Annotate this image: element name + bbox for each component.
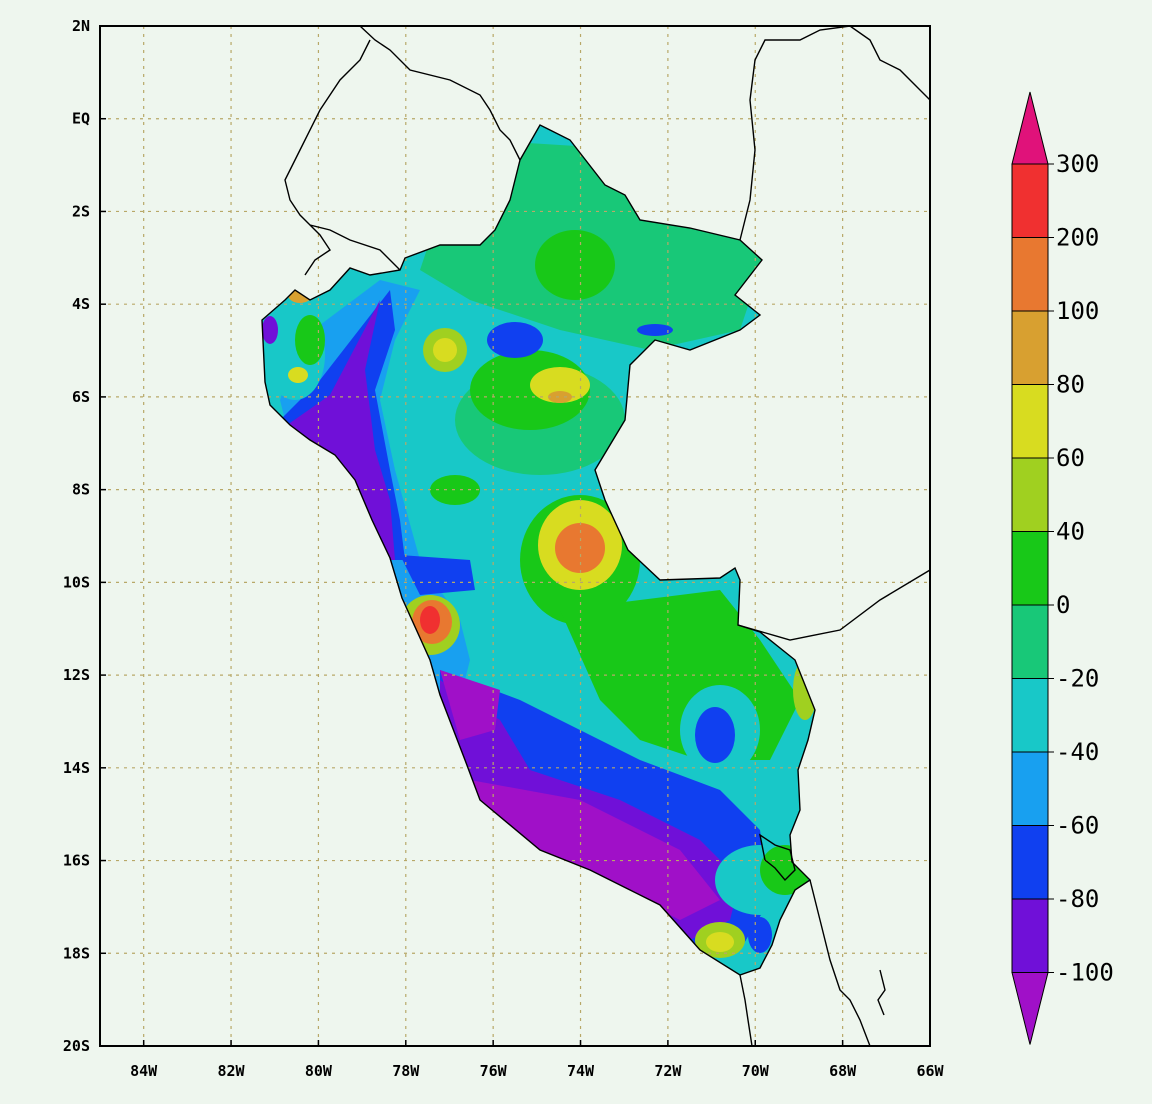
borders bbox=[261, 26, 930, 1046]
grid-lines bbox=[100, 26, 930, 1046]
ecuador-border bbox=[284, 39, 401, 271]
field-blue-ne bbox=[637, 324, 673, 336]
colorbar-bin bbox=[1011, 825, 1049, 900]
lat-tick-label: 2N bbox=[72, 17, 90, 35]
lon-tick-label: 76W bbox=[480, 1062, 508, 1080]
lat-tick-label: 6S bbox=[72, 388, 90, 406]
lon-tick-label: 82W bbox=[218, 1062, 246, 1080]
lake-titicaca bbox=[758, 833, 796, 882]
field-south-violet bbox=[470, 780, 720, 920]
field-blue-5s bbox=[487, 322, 543, 358]
colorbar-label: 80 bbox=[1056, 371, 1085, 399]
field-blue-10s bbox=[400, 555, 475, 595]
bolivia-chile-border bbox=[809, 879, 871, 1046]
colorbar-bin bbox=[1011, 163, 1049, 238]
colorbar-bin bbox=[1011, 604, 1049, 679]
field-lima-red bbox=[420, 606, 440, 634]
plot-frame bbox=[99, 25, 931, 1047]
bolivia-brazil-border bbox=[737, 569, 930, 641]
colorbar-bin bbox=[1011, 678, 1049, 753]
field-nw-purple bbox=[262, 316, 278, 344]
field-blob-5s-core bbox=[433, 338, 457, 362]
lat-tick-label: 14S bbox=[63, 759, 90, 777]
lat-tick-label: 20S bbox=[63, 1037, 90, 1055]
lon-tick-label: 84W bbox=[130, 1062, 158, 1080]
lon-tick-label: 78W bbox=[392, 1062, 420, 1080]
colorbar-bin bbox=[1011, 751, 1049, 826]
field-se-yellow bbox=[706, 932, 734, 952]
colombia-brazil-border bbox=[739, 26, 851, 241]
colorbar-bin bbox=[1011, 531, 1049, 606]
lat-tick-label: 10S bbox=[63, 573, 90, 591]
lat-tick-label: 12S bbox=[63, 666, 90, 684]
bolivia-lake bbox=[877, 969, 886, 1016]
colorbar-label: 40 bbox=[1056, 518, 1085, 546]
field-orange-6s bbox=[548, 391, 572, 403]
colorbar-label: 100 bbox=[1056, 297, 1099, 325]
longitude-axis: 84W 82W 80W 78W 76W 74W 72W 70W 68W 66W bbox=[130, 1040, 945, 1080]
lat-tick-label: 2S bbox=[72, 202, 90, 220]
venezuela-border bbox=[849, 26, 930, 101]
colombia-west-border bbox=[359, 26, 521, 161]
lon-tick-label: 68W bbox=[829, 1062, 857, 1080]
lon-tick-label: 80W bbox=[305, 1062, 333, 1080]
colorbar-label: 300 bbox=[1056, 150, 1099, 178]
field-coast-purple bbox=[280, 300, 395, 560]
field-12s-violet bbox=[440, 670, 500, 740]
lat-tick-label: 18S bbox=[63, 944, 90, 962]
colorbar-bin bbox=[1011, 310, 1049, 385]
colorbar-bin bbox=[1011, 237, 1049, 312]
field-nw-green bbox=[295, 315, 325, 365]
colorbar-label: -60 bbox=[1056, 812, 1099, 840]
lon-tick-label: 70W bbox=[742, 1062, 770, 1080]
colorbar-bottom-arrow bbox=[1011, 972, 1049, 1045]
colorbar-top-arrow bbox=[1011, 91, 1049, 165]
colorbar-label: 0 bbox=[1056, 591, 1070, 619]
lat-tick-label: 4S bbox=[72, 295, 90, 313]
field-north-blob bbox=[535, 230, 615, 300]
colorbar: 300 200 100 80 60 40 0 -20 -40 -60 -80 -100 bbox=[1011, 91, 1114, 1045]
lon-tick-label: 72W bbox=[654, 1062, 682, 1080]
colorbar-label: 60 bbox=[1056, 444, 1085, 472]
field-east-blue bbox=[695, 707, 735, 763]
gulf-guayaquil bbox=[304, 224, 331, 276]
colorbar-label: -80 bbox=[1056, 885, 1099, 913]
lon-tick-label: 66W bbox=[916, 1062, 944, 1080]
field-nw-yellow bbox=[288, 367, 308, 383]
colorbar-label: 200 bbox=[1056, 224, 1099, 252]
colorbar-bin bbox=[1011, 384, 1049, 459]
field-se-blue bbox=[748, 917, 772, 953]
lat-tick-label: EQ bbox=[72, 110, 90, 128]
chile-coast bbox=[739, 974, 753, 1046]
colorbar-label: -20 bbox=[1056, 665, 1099, 693]
colorbar-bin bbox=[1011, 898, 1049, 973]
latitude-axis: 2N EQ 2S 4S 6S 8S 10S 12S 14S 16S 18S 20S bbox=[63, 17, 106, 1055]
lat-tick-label: 8S bbox=[72, 481, 90, 499]
colorbar-label: -100 bbox=[1056, 959, 1114, 987]
lon-tick-label: 74W bbox=[567, 1062, 595, 1080]
field-yellow-6s bbox=[530, 367, 590, 403]
colorbar-bin bbox=[1011, 457, 1049, 532]
colorbar-label: -40 bbox=[1056, 738, 1099, 766]
lat-tick-label: 16S bbox=[63, 852, 90, 870]
